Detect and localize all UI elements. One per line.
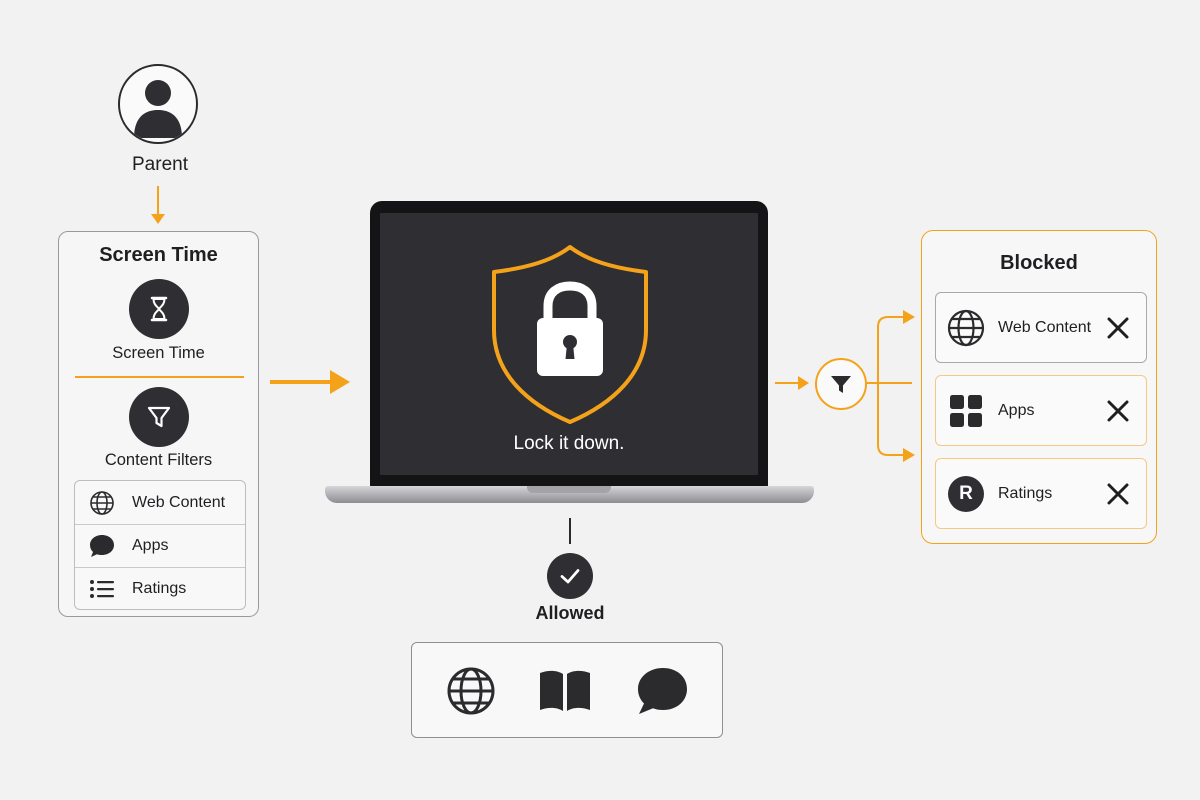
list-item-label: Web Content xyxy=(132,493,226,511)
list-item-label: Apps xyxy=(132,537,169,554)
content-filters-label: Content Filters xyxy=(104,451,213,469)
grid-icon xyxy=(946,394,986,428)
blocked-item-web-content[interactable]: Web Content xyxy=(935,292,1147,363)
book-icon xyxy=(540,670,590,711)
screen-time-label: Screen Time xyxy=(112,344,205,362)
parent-avatar xyxy=(118,64,198,144)
filter-node xyxy=(815,358,867,410)
person-icon xyxy=(134,80,182,138)
blocked-title: Blocked xyxy=(1000,252,1078,274)
filter-icon xyxy=(129,387,189,447)
list-item-apps[interactable]: Apps xyxy=(75,524,245,567)
close-icon[interactable] xyxy=(1103,482,1133,506)
blocked-panel: Blocked Web Content Apps R Ratings xyxy=(921,230,1157,544)
chat-bubble-icon xyxy=(87,533,117,559)
parent-label: Parent xyxy=(132,154,188,175)
blocked-item-label: Ratings xyxy=(998,484,1053,502)
screen-time-panel-title: Screen Time xyxy=(99,244,218,266)
shield-lock-icon xyxy=(492,245,648,424)
chat-bubble-icon xyxy=(638,668,687,714)
close-icon[interactable] xyxy=(1103,399,1133,423)
blocked-item-label: Web Content xyxy=(998,318,1092,336)
blocked-item-ratings[interactable]: R Ratings xyxy=(935,458,1147,529)
hourglass-icon xyxy=(129,279,189,339)
allowed-box xyxy=(411,642,723,738)
funnel-icon xyxy=(831,376,851,393)
close-icon[interactable] xyxy=(1103,316,1133,340)
laptop-base xyxy=(325,486,814,503)
list-icon xyxy=(87,578,117,600)
globe-icon xyxy=(946,309,986,347)
checkmark-icon xyxy=(547,553,593,599)
list-item-web-content[interactable]: Web Content xyxy=(75,481,245,524)
content-filter-list: Web Content Apps Ratings xyxy=(74,480,246,610)
list-item-label: Ratings xyxy=(132,580,187,597)
laptop-notch xyxy=(527,486,611,493)
blocked-item-label: Apps xyxy=(998,401,1035,419)
globe-icon xyxy=(87,490,117,516)
screen-time-panel: Screen Time Screen Time Content Filters … xyxy=(58,231,259,617)
ratings-icon: R xyxy=(946,475,986,512)
allowed-label: Allowed xyxy=(535,603,605,623)
list-item-ratings[interactable]: Ratings xyxy=(75,567,245,610)
screen-text: Lock it down. xyxy=(513,433,625,454)
blocked-item-apps[interactable]: Apps xyxy=(935,375,1147,446)
globe-icon xyxy=(447,667,495,715)
filter-branch-lines xyxy=(867,316,912,456)
panel-divider xyxy=(75,376,244,378)
